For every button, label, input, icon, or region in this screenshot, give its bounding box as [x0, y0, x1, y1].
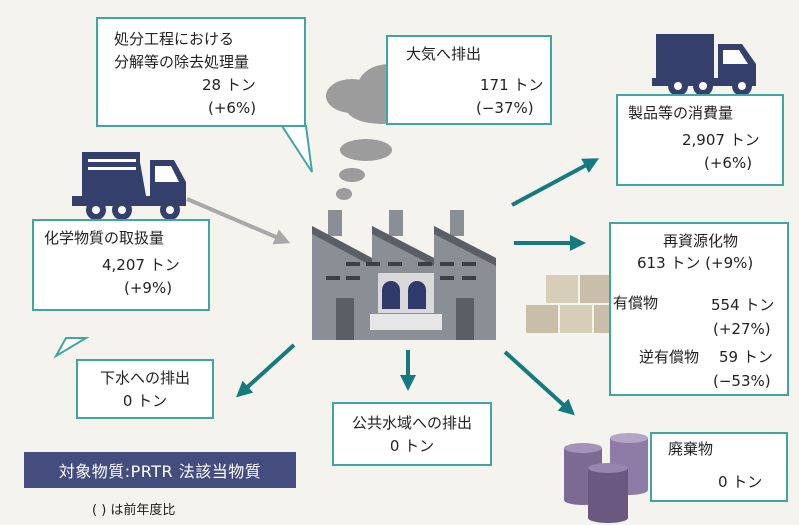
air-change: (−37%)	[476, 99, 534, 117]
recycled-box: 再資源化物 613 トン (+9%) 有償物 554 トン (+27%) 逆有償…	[609, 222, 789, 396]
arrow-products	[511, 158, 600, 207]
public-water-box: 公共水域への排出 0 トン	[332, 402, 492, 466]
waste-value: 0 トン	[718, 473, 763, 491]
public-water-value: 0 トン	[389, 437, 435, 455]
air-value: 171 トン	[480, 76, 544, 94]
disposal-change: (+6%)	[208, 99, 257, 117]
products-box: 製品等の消費量 2,907 トン (+6%)	[616, 94, 784, 186]
sewer-label: 下水への排出	[99, 369, 190, 387]
arrow-sewer	[236, 343, 296, 398]
delivery-truck-icon	[652, 34, 756, 96]
sewer-value: 0 トン	[122, 392, 168, 410]
yoy-note: ( ) は前年度比	[92, 503, 176, 518]
recycled-paid-change: (+27%)	[713, 320, 771, 338]
recycled-reverse-change: (−53%)	[713, 372, 771, 390]
handled-value: 4,207 トン	[102, 256, 180, 274]
air-label: 大気へ排出	[406, 45, 482, 63]
public-water-label: 公共水域への排出	[351, 414, 472, 432]
air-emission-box: 大気へ排出 171 トン (−37%)	[386, 35, 552, 125]
dump-truck-icon	[72, 152, 186, 220]
handled-bubble-tail	[53, 337, 90, 359]
crates-icon	[526, 275, 612, 333]
recycled-paid-value: 554 トン	[711, 296, 775, 314]
handled-label: 化学物質の取扱量	[44, 229, 165, 247]
disposal-value: 28 トン	[202, 76, 256, 94]
disposal-label-line2: 分解等の除去処理量	[114, 53, 250, 71]
products-value: 2,907 トン	[682, 131, 760, 149]
factory-icon	[312, 210, 496, 340]
waste-box: 廃棄物 0 トン	[650, 432, 788, 502]
handled-change: (+9%)	[124, 279, 173, 297]
disposal-label-line1: 処分工程における	[114, 30, 235, 48]
waste-label: 廃棄物	[668, 440, 714, 458]
arrow-input	[186, 197, 291, 245]
handled-amount-box: 化学物質の取扱量 4,207 トン (+9%)	[32, 219, 210, 311]
recycled-reverse-label: 逆有償物	[639, 348, 700, 366]
products-label: 製品等の消費量	[628, 104, 734, 122]
sewer-box: 下水への排出 0 トン	[76, 359, 214, 419]
drums-icon	[564, 433, 648, 523]
disposal-removal-box: 処分工程における 分解等の除去処理量 28 トン (+6%)	[96, 17, 306, 127]
recycled-label: 再資源化物	[663, 232, 739, 250]
disposal-bubble-tail	[280, 125, 313, 173]
recycled-reverse-value: 59 トン	[719, 348, 773, 366]
target-substance-legend: 対象物質:PRTR 法該当物質	[24, 452, 296, 488]
recycled-total: 613 トン (+9%)	[637, 254, 754, 272]
arrow-waste	[503, 350, 575, 416]
products-change: (+6%)	[704, 154, 753, 172]
recycled-paid-label: 有償物	[613, 294, 659, 312]
